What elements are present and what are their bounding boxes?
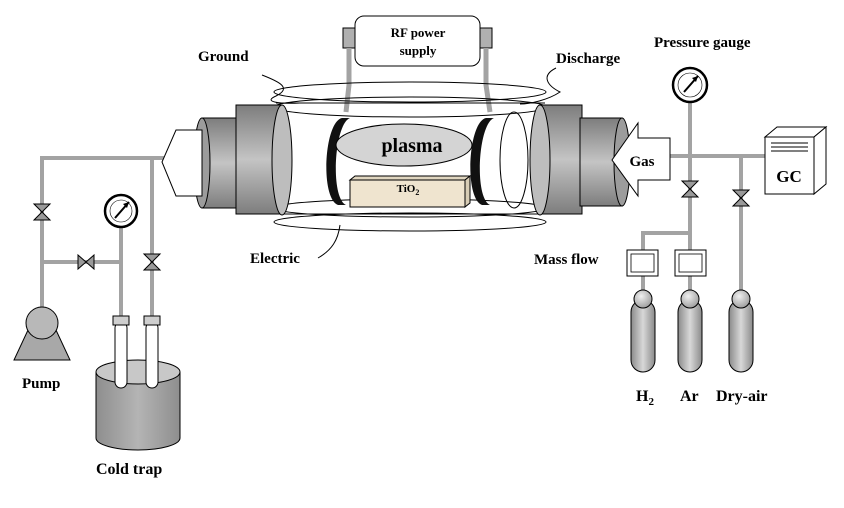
ar-label: Ar [680,388,699,405]
gc-label: GC [776,167,802,186]
svg-text:H2: H2 [636,388,654,408]
tio2-sample: TiO2 [348,174,472,209]
cold-trap [95,315,181,451]
electric-label: Electric [250,251,300,267]
gas-label: Gas [629,154,654,170]
pressure-gauge-label: Pressure gauge [654,35,751,51]
tio2-label: TiO [397,183,416,195]
left-flange [193,104,293,216]
valve-icon [77,254,95,270]
h2-label: H [636,388,649,405]
dry-air-label: Dry-air [716,388,768,405]
tio2-subscript: 2 [415,188,419,197]
plasma-region: plasma [335,123,473,167]
valve-icon [143,253,161,271]
plasma-label: plasma [381,135,442,157]
pressure-gauge-icon [103,193,139,229]
outlet-arrow [161,129,203,197]
cold-trap-label: Cold trap [96,461,162,478]
pressure-gauge-icon [671,66,709,104]
rf-power-supply: RF power supply [342,15,493,67]
quartz-reactor-tube [276,102,545,215]
electrode-bands [326,118,494,205]
pump-icon [13,306,71,361]
right-piping [641,100,765,295]
gas-cylinder-icon [677,289,703,373]
gas-inlet-arrow: Gas [611,121,671,198]
h2-subscript: 2 [648,396,654,408]
rf-power-label-line2: supply [400,43,437,58]
valve-icon [33,203,51,221]
left-piping [40,156,176,320]
pump-label: Pump [22,376,60,392]
mass-flow-controller-icon [626,249,659,277]
svg-text:TiO2: TiO2 [397,183,420,197]
discharge-label: Discharge [556,51,620,67]
rf-power-label-line1: RF power [391,25,446,40]
ground-label: Ground [198,49,249,65]
gc-instrument-icon: GC [763,125,828,196]
mass-flow-label: Mass flow [534,252,599,268]
valve-icon [681,180,699,198]
gas-cylinder-icon [630,289,656,373]
mass-flow-controller-icon [674,249,707,277]
right-flange [529,104,631,216]
gas-cylinder-icon [728,289,754,373]
valve-icon [732,189,750,207]
